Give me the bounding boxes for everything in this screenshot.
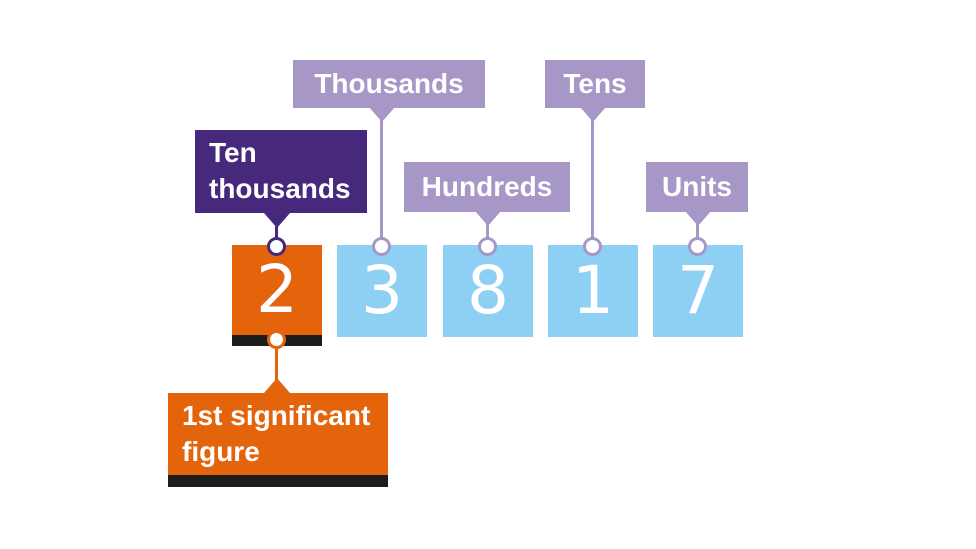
pointer-tail-icon bbox=[264, 378, 290, 393]
connector-line-thousands bbox=[380, 119, 383, 247]
callout-tens: Tens bbox=[545, 60, 645, 122]
callout-label-hundreds: Hundreds bbox=[421, 171, 553, 202]
callout-label-ten-thousands-line2: thousands bbox=[209, 173, 351, 204]
connector-line-units bbox=[696, 222, 699, 247]
connector-dot-thousands bbox=[372, 237, 391, 256]
connector-dot-ten-thousands bbox=[267, 237, 286, 256]
digit-tens: 1 bbox=[572, 252, 614, 329]
digit-box-ten-thousands: 2 bbox=[232, 245, 322, 346]
connector-dot-tens bbox=[583, 237, 602, 256]
digit-units: 7 bbox=[677, 252, 719, 329]
callout-units: Units bbox=[646, 162, 748, 226]
callout-label-tens: Tens bbox=[563, 68, 627, 99]
pointer-tail-icon bbox=[264, 213, 290, 228]
digit-ten-thousands: 2 bbox=[256, 251, 298, 328]
connector-dot-significant-figure bbox=[267, 330, 286, 349]
callout-first-significant-figure: 1st significant figure bbox=[168, 378, 388, 487]
connector-dot-units bbox=[688, 237, 707, 256]
callout-label-significant-line2: figure bbox=[182, 436, 260, 467]
callout-label-ten-thousands-line1: Ten bbox=[209, 137, 257, 168]
callout-label-significant-line1: 1st significant bbox=[182, 400, 371, 431]
connector-line-hundreds bbox=[486, 222, 489, 247]
digit-box-tens: 1 bbox=[548, 245, 638, 337]
digit-hundreds: 8 bbox=[467, 252, 509, 329]
callout-ten-thousands: Ten thousands bbox=[195, 130, 367, 228]
callout-thousands: Thousands bbox=[293, 60, 485, 122]
digit-box-units: 7 bbox=[653, 245, 743, 337]
shadow-underline-bar bbox=[168, 475, 388, 487]
digit-box-hundreds: 8 bbox=[443, 245, 533, 337]
digit-box-thousands: 3 bbox=[337, 245, 427, 337]
digit-thousands: 3 bbox=[361, 252, 403, 329]
connector-line-significant-figure bbox=[275, 345, 278, 387]
pointer-tail-icon bbox=[369, 107, 395, 122]
connector-line-ten-thousands bbox=[275, 226, 278, 247]
connector-dot-hundreds bbox=[478, 237, 497, 256]
pointer-tail-icon bbox=[580, 107, 606, 122]
connector-line-tens bbox=[591, 119, 594, 247]
callout-label-thousands: Thousands bbox=[314, 68, 464, 99]
pointer-tail-icon bbox=[685, 211, 711, 226]
callout-hundreds: Hundreds bbox=[404, 162, 570, 226]
pointer-tail-icon bbox=[475, 211, 501, 226]
callout-label-units: Units bbox=[662, 171, 732, 202]
